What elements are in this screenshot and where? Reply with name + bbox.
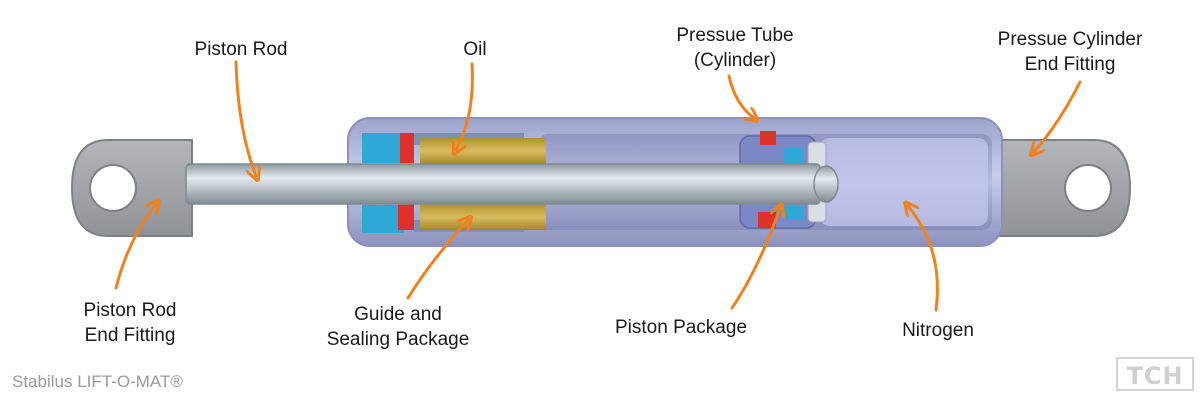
guide-red-seal-bottom — [398, 204, 414, 230]
piston-rod — [185, 163, 821, 205]
arrow-nitrogen — [908, 206, 939, 312]
label-rod-end-line1: Piston Rod — [83, 300, 177, 321]
label-guide-line2: Sealing Package — [326, 329, 470, 350]
arrow-cylinder-fitting — [1034, 80, 1082, 152]
label-rod-end-line2: End Fitting — [84, 325, 176, 346]
guide-seal-top — [362, 133, 404, 163]
label-cylinder-end-line1: Pressue Cylinder — [997, 29, 1143, 50]
arrow-oil — [456, 62, 474, 150]
label-pressure-tube-line2: (Cylinder) — [693, 50, 777, 71]
label-nitrogen: Nitrogen — [902, 320, 974, 341]
rod-end-eye — [89, 164, 137, 212]
piston-blue-ring-2 — [784, 206, 804, 220]
piston-blue-ring — [784, 148, 804, 164]
guide-red-seal-top — [400, 133, 414, 163]
arrow-rod-fitting — [114, 204, 156, 290]
piston-rod-tip — [813, 165, 839, 203]
guide-seal-bottom — [362, 205, 404, 233]
label-pressure-tube-line1: Pressue Tube — [676, 25, 794, 46]
label-piston-rod: Piston Rod — [194, 39, 288, 60]
label-oil: Oil — [463, 39, 487, 60]
label-guide-line1: Guide and — [354, 304, 442, 325]
arrow-piston-rod — [234, 60, 256, 176]
watermark-logo: TCH — [1116, 357, 1194, 391]
arrow-guide — [406, 220, 468, 300]
credit-text: Stabilus LIFT-O-MAT® — [12, 372, 183, 391]
label-piston-package: Piston Package — [614, 317, 748, 338]
oil-region-bottom — [420, 204, 546, 230]
arrow-pressure-tube — [727, 74, 754, 118]
nitrogen-chamber — [820, 138, 988, 226]
oil-region-top — [420, 138, 546, 164]
cylinder-end-eye — [1064, 164, 1112, 212]
label-cylinder-end-fitting: Pressue Cylinder End Fitting — [985, 27, 1155, 77]
arrow-piston-package — [730, 208, 780, 310]
label-cylinder-end-line2: End Fitting — [1024, 54, 1116, 75]
piston-seal-top — [760, 131, 776, 145]
label-guide-sealing: Guide and Sealing Package — [318, 302, 478, 352]
label-rod-end-fitting: Piston Rod End Fitting — [70, 298, 190, 348]
label-pressure-tube: Pressue Tube (Cylinder) — [660, 23, 810, 73]
